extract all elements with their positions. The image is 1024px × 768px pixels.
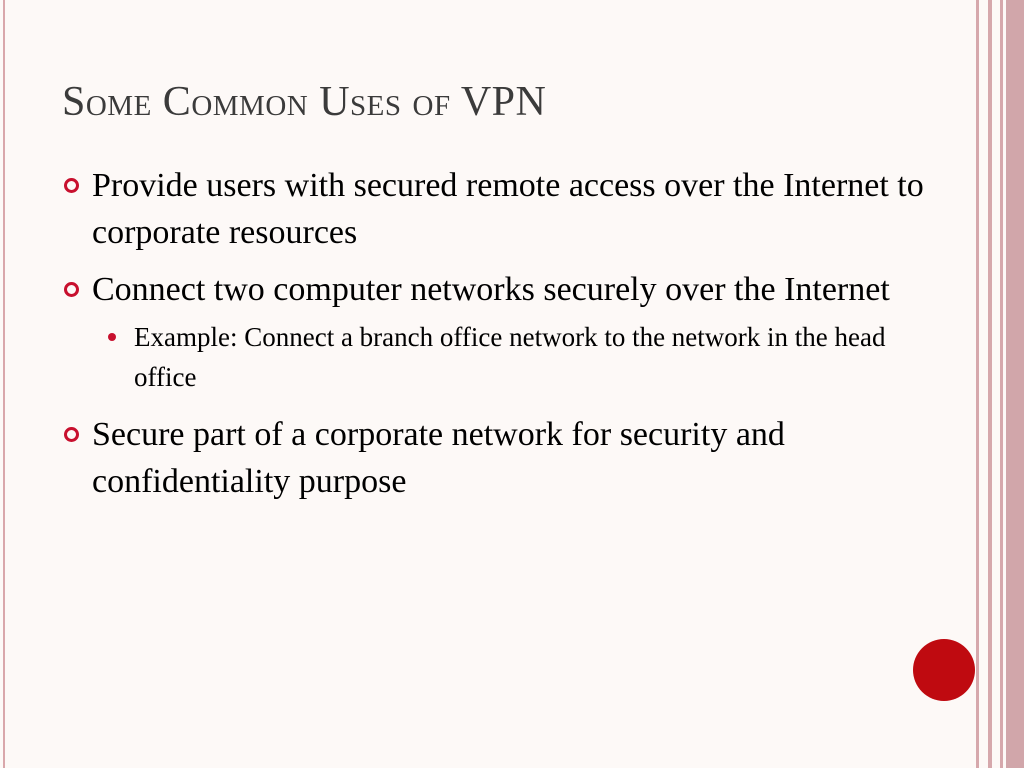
decor-bar <box>1000 0 1003 768</box>
right-decorative-bars <box>976 0 1024 768</box>
bullet-text: Provide users with secured remote access… <box>92 167 924 251</box>
decor-bar <box>1006 0 1024 768</box>
hollow-circle-bullet-icon <box>64 178 79 193</box>
red-circle-icon <box>913 639 975 701</box>
decor-bar <box>988 0 992 768</box>
filled-dot-bullet-icon <box>108 333 116 341</box>
bullet-item: Provide users with secured remote access… <box>62 162 942 256</box>
bullet-item: Connect two computer networks securely o… <box>62 266 942 313</box>
decor-bar <box>976 0 979 768</box>
hollow-circle-bullet-icon <box>64 427 79 442</box>
slide-title: Some Common Uses of VPN <box>62 79 547 125</box>
sub-bullet-text: Example: Connect a branch office network… <box>134 322 886 392</box>
left-border-line <box>3 0 5 768</box>
bullet-text: Secure part of a corporate network for s… <box>92 416 785 500</box>
hollow-circle-bullet-icon <box>64 282 79 297</box>
bullet-text: Connect two computer networks securely o… <box>92 271 890 308</box>
sub-bullet-item: Example: Connect a branch office network… <box>108 317 942 397</box>
slide-content: Provide users with secured remote access… <box>62 162 942 515</box>
bullet-item: Secure part of a corporate network for s… <box>62 411 942 505</box>
